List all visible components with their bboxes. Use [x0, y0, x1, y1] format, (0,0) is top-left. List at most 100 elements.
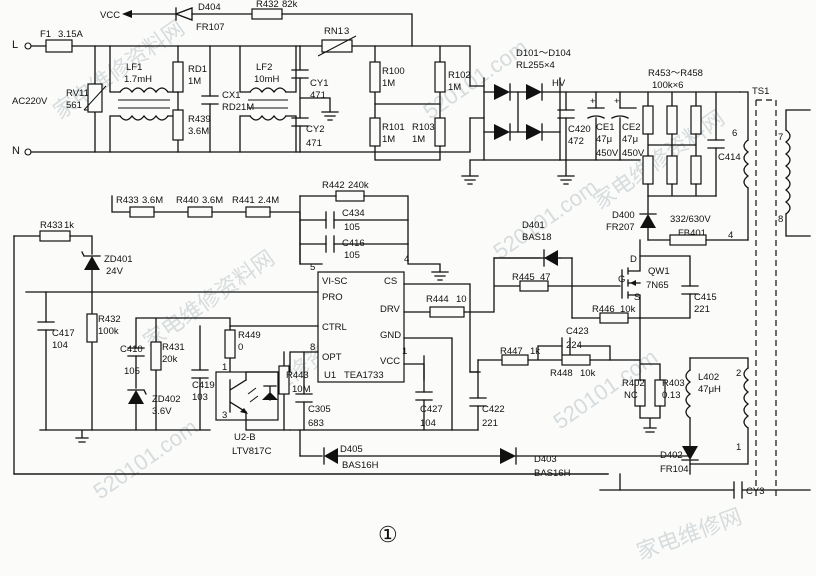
value-r102: 1M: [448, 82, 461, 93]
label-r432-top: R432: [256, 0, 279, 10]
value-r447: 1k: [530, 346, 540, 357]
value-r433: 1k: [64, 220, 74, 231]
choke-lf1-top: [119, 87, 169, 94]
ground-symbol: [321, 111, 339, 121]
resistor-r432: [86, 313, 98, 343]
label-c415: C415: [694, 292, 717, 303]
label-pin8b: 8: [310, 342, 315, 353]
label-c410: C410: [120, 344, 143, 355]
value-qw1: 7N65: [646, 280, 669, 291]
ic-pin-cs: CS: [384, 276, 397, 287]
value-r403: 0.13: [662, 390, 681, 401]
ic-name: U1: [324, 370, 336, 381]
label-r103: R103: [412, 122, 435, 133]
label-c417: C417: [52, 328, 75, 339]
label-r448: R448: [550, 368, 573, 379]
label-r439: R439: [188, 114, 211, 125]
resistor-r449: [224, 329, 236, 359]
ic-part: TEA1733: [344, 370, 384, 381]
value-ce2-volt: 450V: [622, 148, 645, 159]
capacitor-c416: [325, 235, 335, 253]
label-d401: D401: [522, 220, 545, 231]
value-d403: BAS16H: [534, 468, 571, 479]
label-r440: R440: [176, 195, 199, 206]
resistor-r457: [666, 155, 678, 185]
label-rn1: RN1: [324, 26, 343, 37]
value-d400: FR207: [606, 222, 635, 233]
value-bridge: RL255×4: [516, 60, 555, 71]
capacitor-c423: [561, 337, 571, 355]
value-c416: 105: [344, 250, 360, 261]
optocoupler-u2b: 1 3 U2-B LTV817C R443 10M C305 683: [215, 351, 479, 457]
label-r431: R431: [162, 342, 185, 353]
value-c419: 103: [192, 392, 208, 403]
label-f1: F1: [40, 29, 51, 40]
ferrite-fb401: [669, 234, 707, 246]
label-hv: HV: [552, 78, 566, 89]
diode-d404: [174, 7, 193, 21]
ic-pin-vi-sc: VI-SC: [322, 276, 347, 287]
value-r440: 3.6M: [202, 195, 223, 206]
value-c415: 221: [694, 304, 710, 315]
resistor-r439: [172, 109, 184, 141]
value-r443: 10M: [292, 384, 311, 395]
resistor-r458: [690, 155, 702, 185]
value-c434: 105: [344, 222, 360, 233]
value-r441: 2.4M: [258, 195, 279, 206]
value-lf2: 10mH: [254, 74, 279, 85]
value-c422: 221: [482, 418, 498, 429]
resistor-r432-top: [251, 8, 283, 20]
label-pin5: 5: [310, 262, 315, 273]
label-c420: C420: [568, 124, 591, 135]
value-r449: 0: [238, 342, 243, 353]
label-source: S: [634, 292, 640, 303]
resistor-r444: [429, 306, 465, 318]
label-r445: R445: [512, 272, 535, 283]
label-r446: R446: [592, 304, 615, 315]
label-c422: C422: [482, 404, 505, 415]
label-opto-pin3: 3: [222, 410, 227, 421]
label-r102: R102: [448, 70, 471, 81]
label-l402: L402: [698, 372, 719, 383]
value-r432-top: 82k: [282, 0, 298, 10]
polarity-plus-icon: +: [614, 96, 620, 107]
value-d404: FR107: [196, 22, 225, 33]
label-n: N: [12, 145, 20, 157]
value-c417: 104: [52, 340, 68, 351]
label-ce1: CE1: [596, 122, 614, 133]
label-r101: R101: [382, 122, 405, 133]
label-r444: R444: [426, 294, 449, 305]
value-c427: 104: [420, 418, 436, 429]
resistor-r100: [369, 61, 381, 93]
value-l402: 47μH: [698, 384, 721, 395]
terminal-n: [24, 148, 32, 156]
label-zd401: ZD401: [104, 254, 133, 265]
ic-pin-ctrl: CTRL: [322, 322, 347, 333]
label-r447: R447: [500, 346, 523, 357]
label-pin6: 6: [732, 128, 737, 139]
ic-pin-opt: OPT: [322, 352, 342, 363]
label-zd402: ZD402: [152, 394, 181, 405]
figure-number: ①: [378, 523, 398, 548]
watermark: 520101.com: [489, 174, 603, 264]
label-u2b: U2-B: [234, 432, 256, 443]
value-ce2-cap: 47μ: [622, 134, 638, 145]
label-l: L: [12, 39, 18, 51]
label-d403: D403: [534, 454, 557, 465]
label-pin7: 7: [778, 132, 783, 143]
terminal-l: [24, 42, 32, 50]
gate-drive-section: R444 10 D401 BAS18 R445 47 G D S QW1 7N6…: [403, 220, 717, 433]
value-rv11: 561: [66, 100, 82, 111]
label-r432: R432: [98, 314, 121, 325]
value-ce1-volt: 450V: [596, 148, 619, 159]
watermark: 520101.com: [89, 414, 203, 504]
value-rn1: 3: [344, 26, 349, 37]
resistor-r448: [561, 354, 591, 366]
winding-auxiliary: [743, 367, 750, 429]
resistor-r442: [335, 190, 365, 202]
value-cx1: RD21M: [222, 102, 254, 113]
snubber-network: R453～R458 100k×6 C414 6 D400 FR207 332/6…: [606, 68, 749, 246]
vcc-feed-line: VCC D404 FR107 R432 82k: [100, 0, 413, 47]
label-cy3: CY3: [746, 486, 764, 497]
